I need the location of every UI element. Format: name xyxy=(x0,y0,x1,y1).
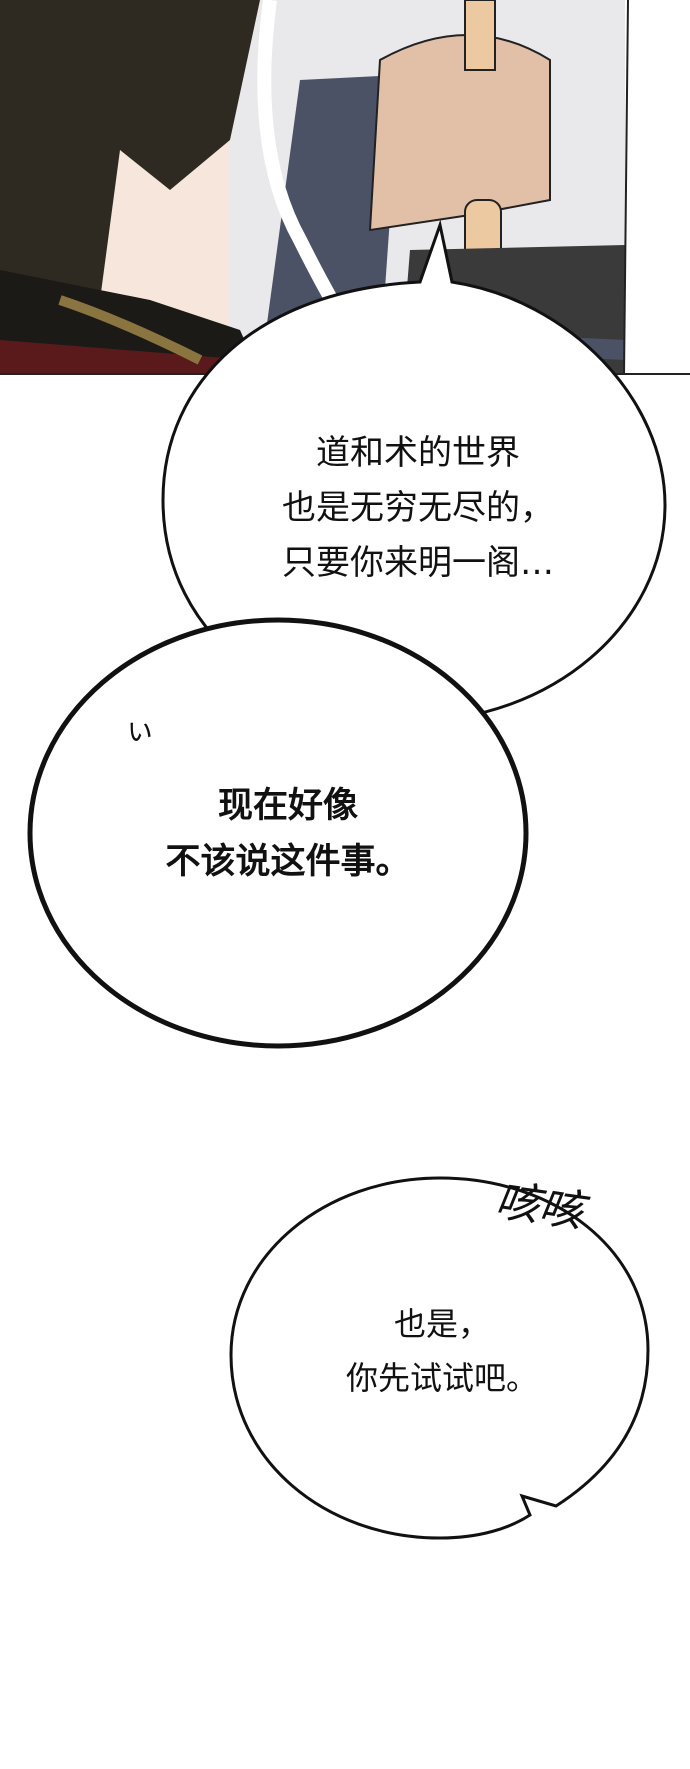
bubble-1-text: 道和术的世界 也是无穷无尽的， 只要你来明一阁… xyxy=(282,426,554,591)
bubble-2-text: 现在好像 不该说这件事。 xyxy=(165,778,410,890)
text-line: 道和术的世界 xyxy=(316,433,520,473)
text-line: 你先试试吧。 xyxy=(345,1359,539,1397)
bubble-3-text: 也是， 你先试试吧。 xyxy=(346,1297,538,1405)
text-line: 不该说这件事。 xyxy=(165,842,411,882)
text-line: 也是无穷无尽的， xyxy=(282,488,554,528)
bubble-2-mark: ぃ xyxy=(125,713,155,748)
speech-bubble-3 xyxy=(229,1176,650,1540)
speech-bubble-2 xyxy=(27,617,529,1049)
text-line: 只要你来明一阁… xyxy=(282,543,554,583)
sound-effect: 咳咳 xyxy=(492,1175,587,1238)
text-line: 也是， xyxy=(393,1305,491,1343)
text-line: 现在好像 xyxy=(217,786,359,826)
